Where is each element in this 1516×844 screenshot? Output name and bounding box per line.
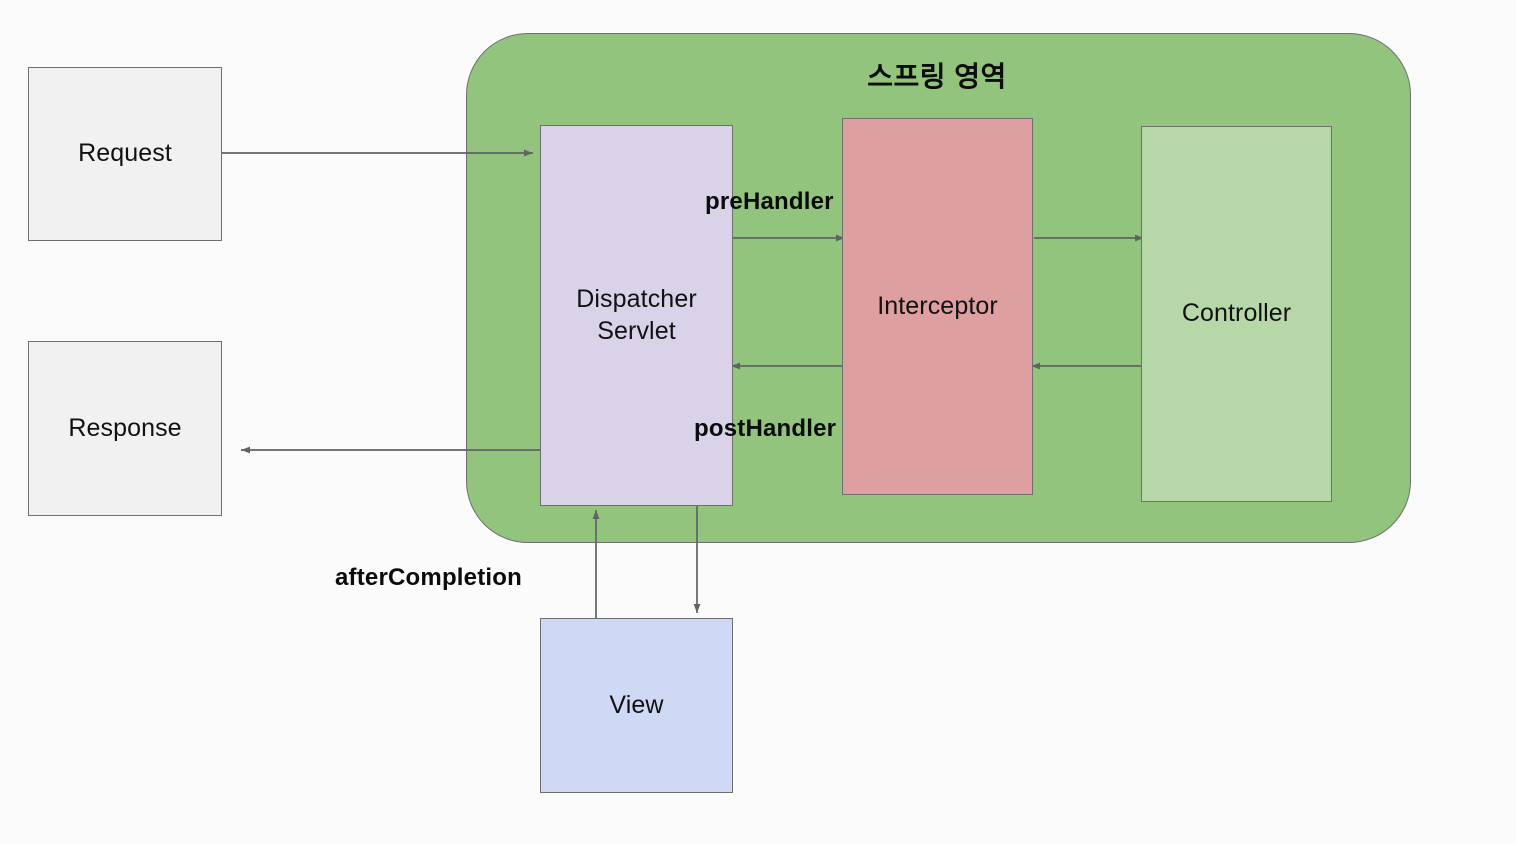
edge-label-after-completion: afterCompletion bbox=[335, 564, 523, 591]
node-view[interactable]: View bbox=[540, 618, 733, 793]
node-dispatcher-servlet[interactable]: Dispatcher Servlet bbox=[540, 125, 733, 506]
node-view-label: View bbox=[609, 690, 664, 719]
node-request-label: Request bbox=[78, 139, 172, 168]
spring-region-title: 스프링 영역 bbox=[867, 61, 1007, 92]
node-request[interactable]: Request bbox=[28, 67, 222, 241]
node-controller[interactable]: Controller bbox=[1141, 126, 1332, 502]
node-response[interactable]: Response bbox=[28, 341, 222, 516]
edge-label-pre-handler: preHandler bbox=[705, 188, 834, 215]
node-interceptor-label: Interceptor bbox=[877, 291, 998, 320]
node-interceptor[interactable]: Interceptor bbox=[842, 118, 1033, 495]
node-dispatcher-servlet-label: Dispatcher Servlet bbox=[576, 285, 697, 345]
node-controller-label: Controller bbox=[1181, 299, 1292, 328]
node-response-label: Response bbox=[68, 413, 182, 442]
edge-label-post-handler: postHandler bbox=[694, 415, 837, 442]
